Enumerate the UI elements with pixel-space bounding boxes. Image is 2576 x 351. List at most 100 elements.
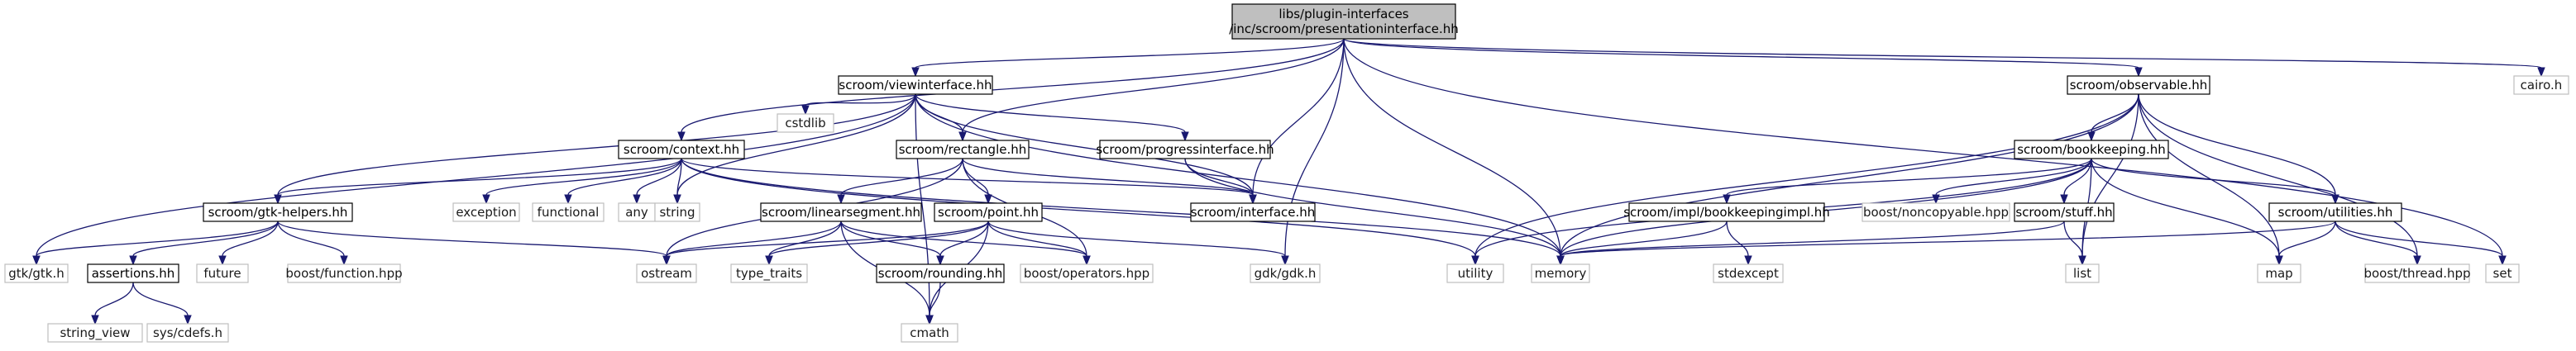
node-box-functional (532, 202, 605, 222)
node-linearsegment[interactable]: scroom/linearsegment.hh (760, 202, 922, 222)
node-label-progressinterface: scroom/progressinterface.hh (1096, 142, 1274, 157)
node-operators: boost/operators.hpp (1020, 263, 1154, 283)
node-gtk: gtk/gtk.h (4, 263, 69, 283)
node-bookkeeping[interactable]: scroom/bookkeeping.hh (2014, 140, 2169, 159)
node-stringview: string_view (47, 323, 143, 343)
node-string: string (654, 202, 700, 222)
dependency-edges (32, 38, 2545, 325)
node-label-list: list (2073, 266, 2091, 281)
node-label-bookkeeping: scroom/bookkeeping.hh (2017, 142, 2166, 157)
edge-bookkeepingimpl-to-stdexcept (1726, 221, 1752, 266)
edge-context-to-gtkhelpers (274, 158, 682, 205)
node-box-utilities (2268, 202, 2402, 222)
node-box-cstdlib (777, 113, 834, 133)
node-label-rounding: scroom/rounding.hh (878, 266, 1002, 281)
dependency-nodes: libs/plugin-interfaces/inc/scroom/presen… (4, 3, 2569, 343)
node-label-gtkhelpers: scroom/gtk-helpers.hh (208, 205, 348, 220)
node-cstdlib: cstdlib (777, 113, 834, 133)
node-list: list (2065, 263, 2100, 283)
edge-presentationinterface-to-viewinterface (911, 38, 1345, 78)
edge-utilities-to-memory (1556, 221, 2336, 266)
node-label-any: any (625, 205, 648, 220)
node-label-typetraits: type_traits (736, 266, 802, 282)
node-box-gtkhelpers (203, 202, 353, 222)
node-label-memory: memory (1535, 266, 1587, 281)
edge-point-to-rounding (936, 221, 989, 266)
node-boostthread: boost/thread.hpp (2363, 263, 2471, 283)
node-utility: utility (1446, 263, 1504, 283)
node-gtkhelpers[interactable]: scroom/gtk-helpers.hh (203, 202, 353, 222)
node-box-stuff (2014, 202, 2115, 222)
node-label-presentationinterface-0: libs/plugin-interfaces (1278, 7, 1408, 21)
edge-point-to-ostream (662, 221, 989, 266)
node-label-cairo: cairo.h (2521, 78, 2563, 92)
edge-gtkhelpers-to-future (218, 221, 279, 266)
edge-viewinterface-to-progressinterface (915, 93, 1189, 142)
edge-observable-to-boostthread (2138, 93, 2421, 266)
edge-presentationinterface-to-observable (1343, 38, 2143, 78)
node-stuff[interactable]: scroom/stuff.hh (2014, 202, 2115, 222)
node-label-interface: scroom/interface.hh (1191, 205, 1316, 220)
edge-stuff-to-list (2063, 221, 2086, 266)
node-box-noncopyable (1862, 202, 2010, 222)
node-label-viewinterface: scroom/viewinterface.hh (839, 78, 992, 92)
node-label-set: set (2493, 266, 2512, 281)
node-box-rounding (876, 263, 1005, 283)
edge-presentationinterface-to-cairo (1343, 38, 2545, 78)
node-box-exception (452, 202, 520, 222)
edge-bookkeeping-to-noncopyable (1932, 158, 2092, 205)
node-rectangle[interactable]: scroom/rectangle.hh (896, 140, 1030, 159)
node-rounding[interactable]: scroom/rounding.hh (876, 263, 1005, 283)
node-box-list (2065, 263, 2100, 283)
node-box-interface (1190, 202, 1316, 222)
node-box-presentationinterface (1231, 3, 1456, 40)
node-interface[interactable]: scroom/interface.hh (1190, 202, 1316, 222)
node-box-operators (1020, 263, 1154, 283)
node-box-gdk (1250, 263, 1321, 283)
node-point[interactable]: scroom/point.hh (934, 202, 1043, 222)
node-progressinterface[interactable]: scroom/progressinterface.hh (1096, 140, 1274, 159)
node-box-bookkeeping (2014, 140, 2169, 159)
edge-progressinterface-to-interface (1184, 158, 1257, 205)
node-typetraits: type_traits (730, 263, 808, 283)
node-box-point (934, 202, 1043, 222)
node-box-boostthread (2364, 263, 2470, 283)
node-noncopyable: boost/noncopyable.hpp (1862, 202, 2010, 222)
node-label-bookkeepingimpl: scroom/impl/bookkeepingimpl.hh (1623, 205, 1830, 220)
edge-bookkeeping-to-map (2091, 158, 2283, 266)
node-label-string: string (659, 205, 695, 220)
node-label-stdexcept: stdexcept (1718, 266, 1779, 281)
edge-bookkeeping-to-bookkeepingimpl (1723, 158, 2092, 205)
node-gdk: gdk/gdk.h (1250, 263, 1321, 283)
node-label-noncopyable: boost/noncopyable.hpp (1863, 205, 2009, 220)
edge-context-to-functional (564, 158, 682, 205)
edge-point-to-operators (987, 221, 1091, 266)
edge-utilities-to-map (2275, 221, 2336, 266)
edge-utilities-to-set (2335, 221, 2507, 266)
node-box-cmath (901, 323, 958, 343)
node-label-ostream: ostream (641, 266, 692, 281)
node-assertions[interactable]: assertions.hh (87, 263, 179, 283)
node-box-map (2257, 263, 2301, 283)
edge-presentationinterface-to-rectangle (958, 38, 1345, 142)
node-memory: memory (1531, 263, 1590, 283)
node-label-utilities: scroom/utilities.hh (2278, 205, 2393, 220)
node-observable[interactable]: scroom/observable.hh (2067, 75, 2210, 95)
node-box-string (654, 202, 700, 222)
node-viewinterface[interactable]: scroom/viewinterface.hh (838, 75, 993, 95)
edge-rectangle-to-linearsegment (837, 158, 963, 205)
node-presentationinterface: libs/plugin-interfaces/inc/scroom/presen… (1229, 3, 1459, 40)
node-box-rectangle (896, 140, 1030, 159)
node-label-stringview: string_view (60, 325, 130, 341)
node-box-set (2485, 263, 2520, 283)
node-bookkeepingimpl[interactable]: scroom/impl/bookkeepingimpl.hh (1623, 202, 1830, 222)
node-box-future (196, 263, 249, 283)
node-future: future (196, 263, 249, 283)
node-boostfunction: boost/function.hpp (285, 263, 403, 283)
edge-gtkhelpers-to-boostfunction (277, 221, 348, 266)
node-syscdefs: sys/cdefs.h (146, 323, 229, 343)
node-utilities[interactable]: scroom/utilities.hh (2268, 202, 2402, 222)
node-label-observable: scroom/observable.hh (2070, 78, 2208, 92)
edge-viewinterface-to-memory (915, 93, 1565, 266)
node-context[interactable]: scroom/context.hh (618, 140, 745, 159)
